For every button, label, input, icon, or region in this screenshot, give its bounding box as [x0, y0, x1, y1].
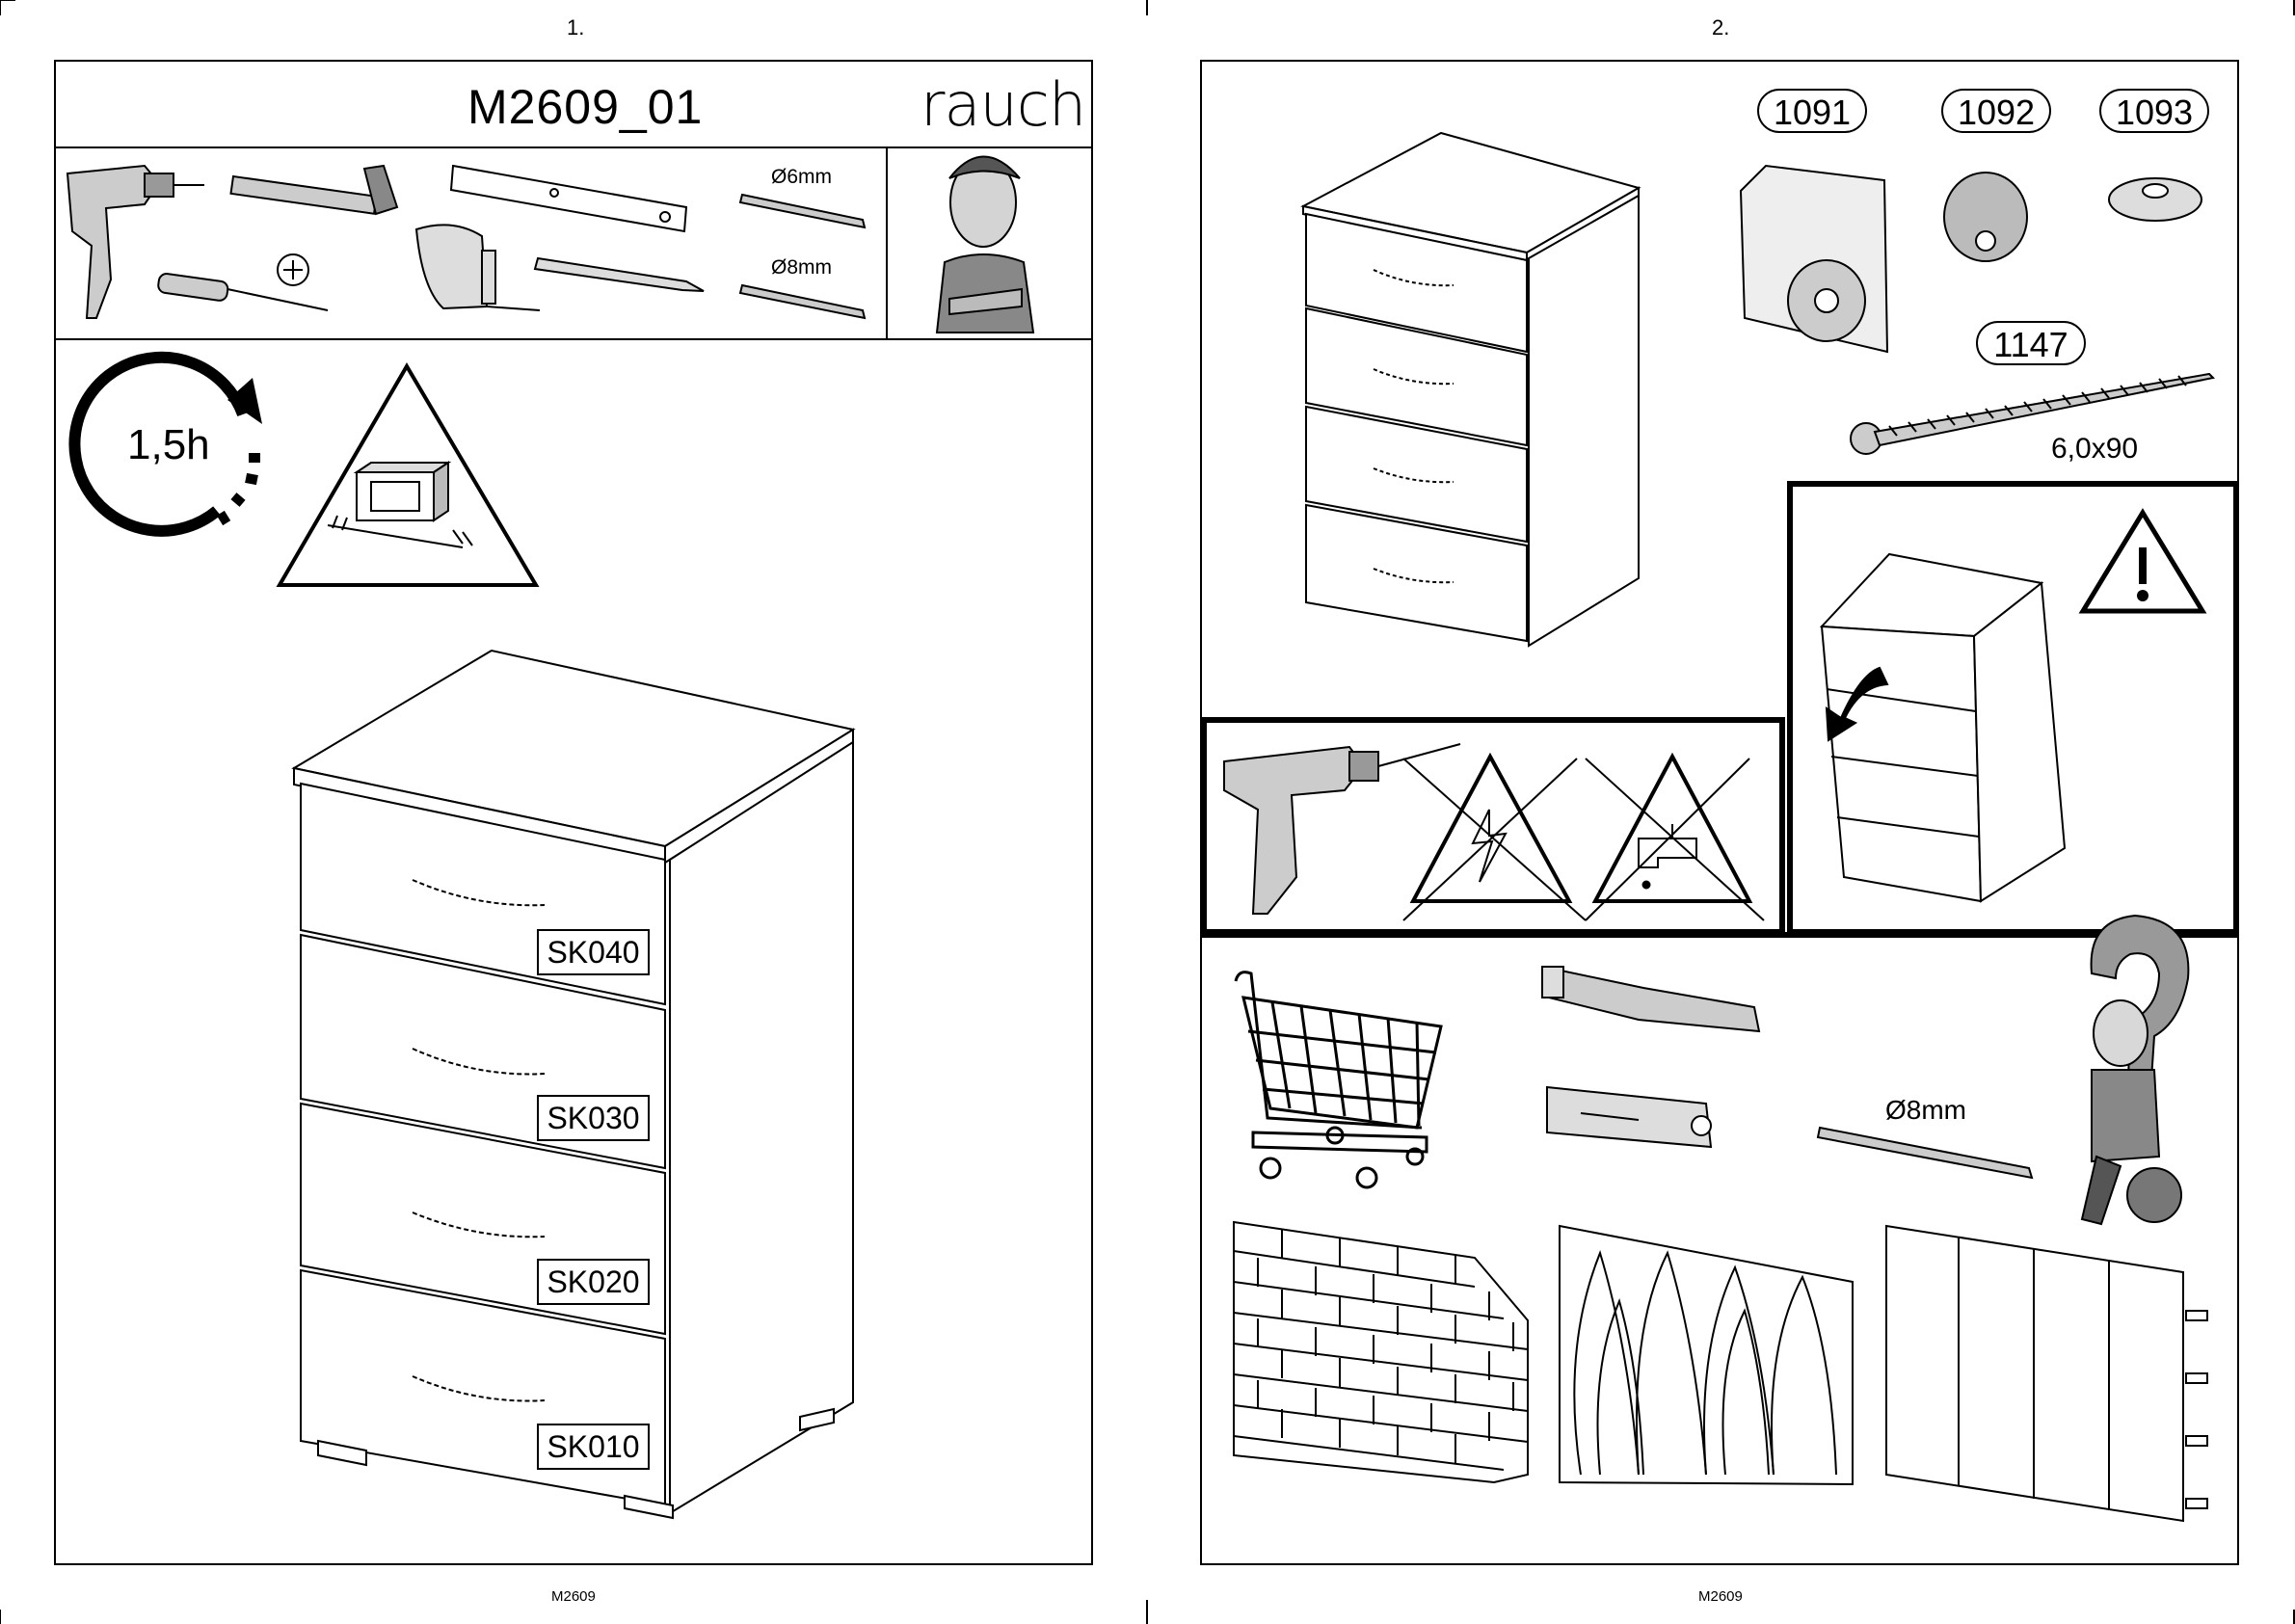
no-electric-cable-icon — [1403, 757, 1586, 920]
model-title: M2609_01 — [467, 79, 703, 135]
drill-size-label: Ø8mm — [1885, 1095, 1966, 1126]
brick-wall-illustration — [1234, 1222, 1528, 1482]
no-water-pipe-icon — [1586, 757, 1764, 920]
screw-size-label: 6,0x90 — [2051, 433, 2138, 466]
drawer-code-sk040: SK040 — [537, 929, 650, 975]
floor-protection-warning-icon — [280, 366, 536, 585]
drill-hazard-icon — [1224, 744, 1460, 914]
part-number-1147: 1147 — [1976, 321, 2086, 365]
drill-size-8-label: Ø8mm — [771, 256, 832, 280]
page-number-left: 1. — [567, 15, 584, 40]
phillips-icon — [278, 254, 308, 285]
drill-size-6-label: Ø6mm — [771, 166, 832, 189]
cam-connector-illustration — [1944, 173, 2027, 261]
warning-exclamation-icon — [2083, 513, 2202, 611]
wall-anchor-icon — [1542, 967, 1759, 1031]
screw-illustration — [1851, 374, 2213, 454]
assembly-duration: 1,5h — [127, 421, 210, 469]
page-number-right: 2. — [1712, 15, 1729, 40]
wood-wall-illustration — [1560, 1226, 1853, 1484]
screwdriver-icon — [157, 273, 328, 310]
drawer-code-sk030: SK030 — [537, 1095, 650, 1141]
shopping-cart-icon — [1236, 972, 1441, 1187]
cover-cap-illustration — [2109, 178, 2202, 221]
hammer-icon — [230, 166, 397, 214]
cam-lock-illustration — [1741, 166, 1887, 352]
footer-left: M2609 — [551, 1588, 596, 1605]
chest-of-drawers-illustration — [294, 651, 853, 1518]
part-number-1092: 1092 — [1941, 89, 2051, 133]
spirit-level-icon — [451, 166, 686, 231]
thinking-figure-icon — [2082, 916, 2188, 1224]
tip-over-chest-illustration — [1822, 554, 2065, 901]
drawer-code-sk010: SK010 — [537, 1424, 650, 1470]
plastic-dowel-icon — [1547, 1087, 1711, 1147]
footer-right: M2609 — [1698, 1588, 1743, 1605]
pencil-icon — [535, 258, 704, 291]
tape-measure-icon — [416, 225, 540, 310]
brand-logo: rauch — [921, 69, 1085, 140]
drill-bit-8-icon — [1818, 1128, 2032, 1178]
drawer-code-sk020: SK020 — [537, 1259, 650, 1305]
small-chest-illustration — [1303, 133, 1639, 646]
clock-arrow-icon — [227, 378, 262, 424]
assistant-figure-icon — [937, 157, 1033, 333]
part-number-1091: 1091 — [1757, 89, 1867, 133]
stud-wall-illustration — [1886, 1226, 2207, 1521]
part-number-1093: 1093 — [2099, 89, 2209, 133]
